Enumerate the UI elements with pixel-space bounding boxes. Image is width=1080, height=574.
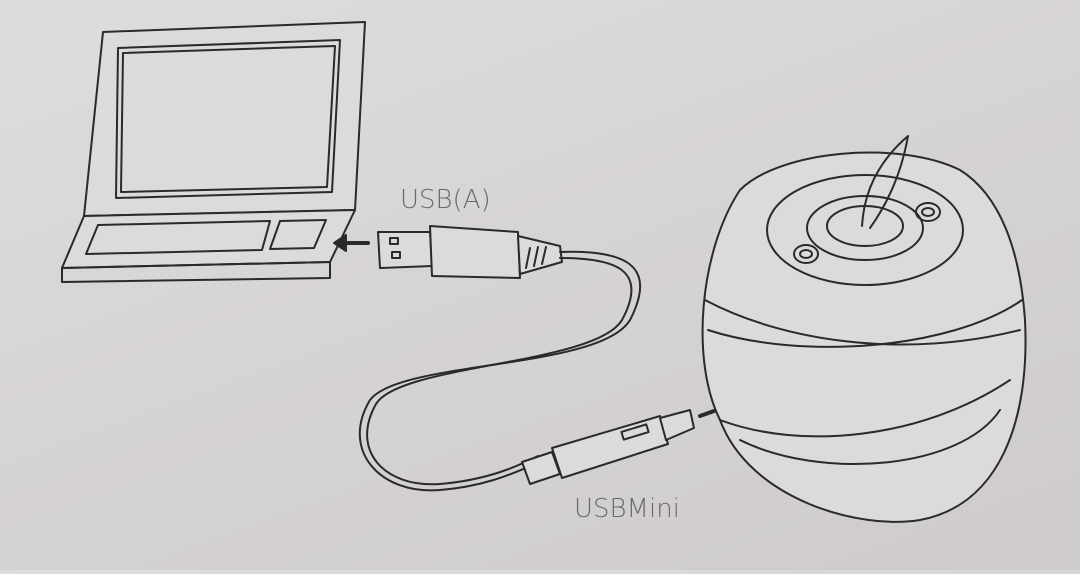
arrow-left-icon [334, 235, 368, 251]
laptop-icon [62, 22, 365, 282]
usb-a-plug-icon [378, 226, 562, 278]
apple-speaker-icon [703, 136, 1026, 522]
usb-a-label: USB(A) [400, 185, 491, 215]
cable [360, 252, 640, 491]
usb-mini-plug-icon [522, 410, 694, 484]
usb-mini-label: USBMini [574, 494, 680, 524]
